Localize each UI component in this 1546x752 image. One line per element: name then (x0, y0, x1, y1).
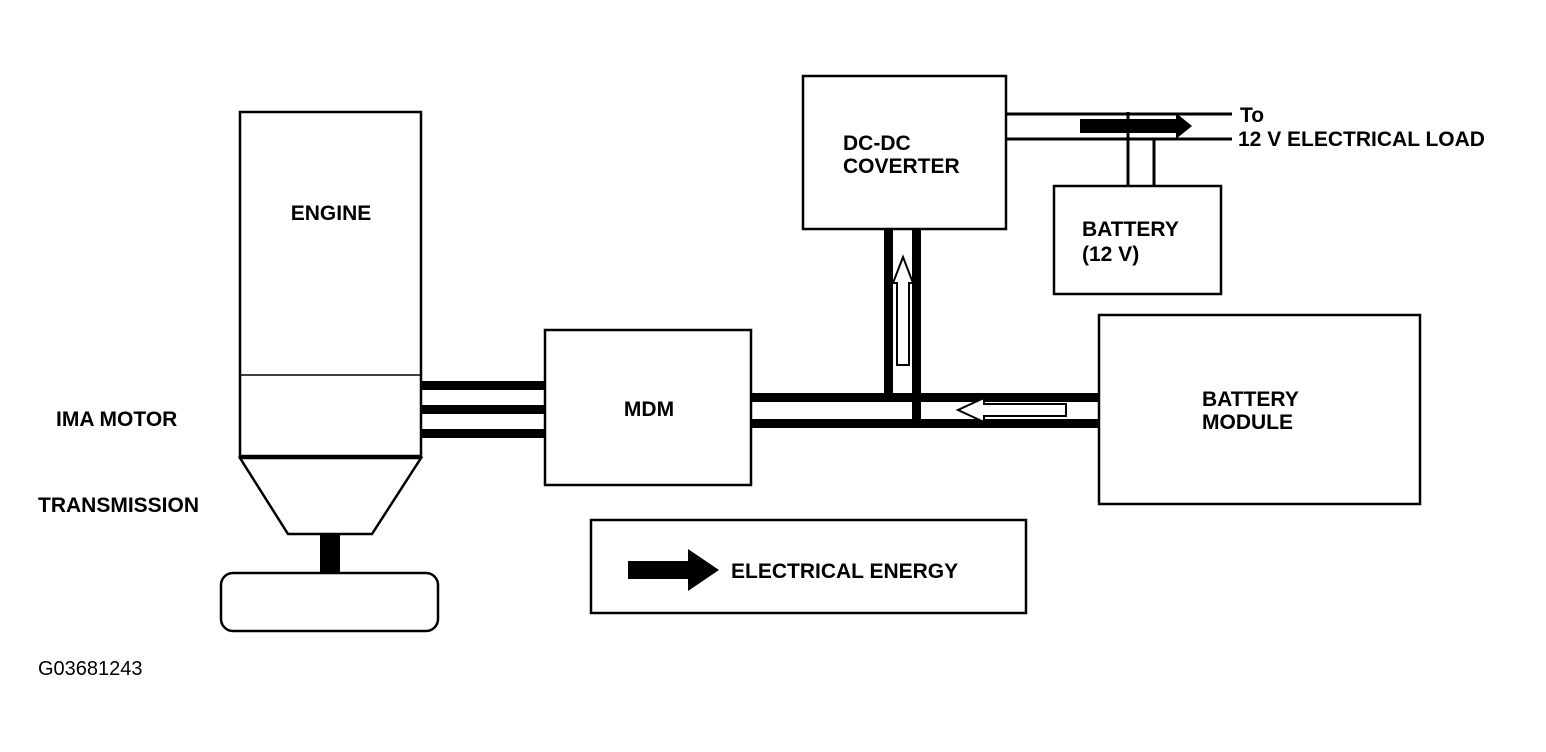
dcdc-label-line1: DC-DC (843, 132, 911, 155)
battery12-label-line2: (12 V) (1082, 243, 1139, 266)
transmission-label: TRANSMISSION (38, 494, 199, 517)
transmission-shaft (320, 534, 340, 574)
load-label-line2: 12 V ELECTRICAL LOAD (1238, 128, 1485, 151)
engine-label: ENGINE (291, 202, 372, 225)
battery-module-label-line2: MODULE (1202, 411, 1293, 434)
engine-box (238, 110, 423, 458)
load-lines (1006, 112, 1232, 141)
dcdc-converter-box (801, 74, 1008, 231)
load-label-line1: To (1240, 104, 1264, 127)
battery-module-box (1097, 313, 1422, 506)
legend-label: ELECTRICAL ENERGY (731, 560, 958, 583)
motor-lines (421, 381, 545, 438)
bus-arrow-icon (955, 396, 1067, 424)
ima-motor-label: IMA MOTOR (56, 408, 177, 431)
battery-12v-box (1052, 184, 1223, 296)
load-arrow-icon (1080, 113, 1192, 139)
mdm-label: MDM (624, 398, 674, 421)
engine-assembly (219, 110, 440, 633)
mdm-box (543, 328, 753, 487)
feed-arrow-icon (891, 254, 915, 366)
legend-arrow-icon (628, 549, 719, 591)
battery-module-label-line1: BATTERY (1202, 388, 1299, 411)
figure-id: G03681243 (38, 658, 143, 680)
battery12-connection (1126, 112, 1156, 186)
transmission-shape (237, 456, 424, 536)
dcdc-feed (884, 230, 921, 425)
dcdc-label-line2: COVERTER (843, 155, 960, 178)
drive-unit (219, 571, 440, 633)
legend: ELECTRICAL ENERGY (589, 518, 1028, 615)
battery12-label-line1: BATTERY (1082, 218, 1179, 241)
high-voltage-bus (751, 393, 1101, 428)
